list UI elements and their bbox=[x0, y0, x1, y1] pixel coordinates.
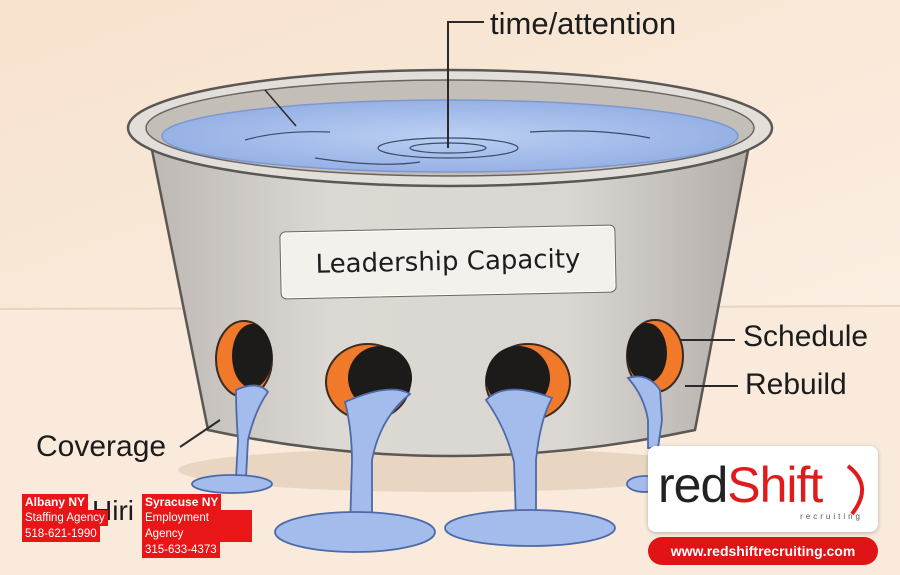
badge-phone: 518-621-1990 bbox=[22, 526, 100, 542]
leak-hole-right bbox=[626, 319, 684, 393]
capacity-label: Leadership Capacity bbox=[315, 244, 581, 280]
website-link[interactable]: www.redshiftrecruiting.com bbox=[648, 537, 878, 565]
badge-line: Employment Agency bbox=[142, 510, 252, 542]
leaking-water bbox=[191, 375, 664, 553]
albany-badge: Albany NY Staffing Agency 518-621-1990 bbox=[22, 494, 132, 542]
badge-title: Syracuse NY bbox=[142, 494, 222, 510]
leak-hole-left bbox=[215, 320, 273, 398]
logo-wordmark: redShift bbox=[658, 457, 823, 513]
redshift-logo[interactable]: redShift recruiting bbox=[648, 446, 878, 532]
water-surface bbox=[161, 99, 739, 173]
logo-swoosh-icon bbox=[846, 464, 864, 516]
syracuse-badge: Syracuse NY Employment Agency 315-633-43… bbox=[142, 494, 252, 558]
badge-phone: 315-633-4373 bbox=[142, 542, 220, 558]
rebuild-label: Rebuild bbox=[745, 368, 847, 401]
badge-title: Albany NY bbox=[22, 494, 89, 510]
time-attention-label: time/attention bbox=[490, 6, 677, 41]
coverage-label: Coverage bbox=[36, 430, 167, 463]
leadership-capacity-plate: Leadership Capacity bbox=[279, 224, 617, 300]
logo-tagline: recruiting bbox=[800, 512, 863, 521]
bucket-shadow bbox=[178, 448, 718, 492]
schedule-label: Schedule bbox=[743, 320, 869, 353]
badge-line: Staffing Agency bbox=[22, 510, 108, 526]
